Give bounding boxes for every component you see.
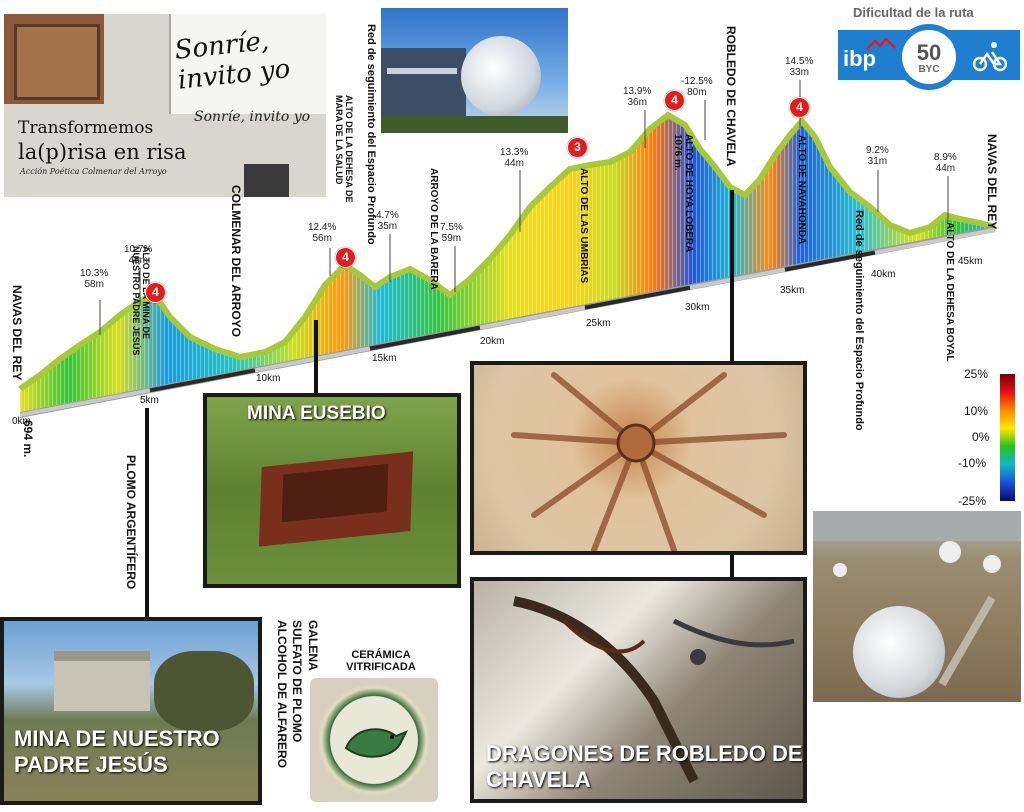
label-plomo-argentifero: PLOMO ARGENTÍFERO	[124, 455, 138, 590]
grade-label: 7.5%59m	[440, 222, 463, 244]
photo-tracking-station	[381, 8, 568, 133]
climb-category-marker: 4	[145, 282, 166, 303]
photo-ceramic-plate	[310, 678, 438, 802]
place-arroyo-barera: ARROYO DE LA BARERA	[428, 168, 439, 290]
legend-tick: -25%	[958, 494, 987, 508]
photo-aerial-station	[813, 511, 1021, 702]
climb-category-marker: 4	[664, 90, 685, 111]
dragones-caption-line1: DRAGONES DE ROBLEDO DE CHAVELA	[486, 741, 803, 792]
connector-line	[730, 550, 734, 580]
km-tick-label: 10km	[256, 373, 281, 384]
bird-drawing	[344, 728, 409, 758]
grade-label: 12.4%56m	[308, 222, 337, 244]
km-band-segment	[479, 305, 586, 330]
photo-mina-eusebio: MINA EUSEBIO	[203, 393, 461, 588]
wall-text-transformemos: Transformemos	[18, 118, 154, 138]
place-alto-navahonda: ALTO DE NAVAHONDA	[796, 135, 807, 245]
legend-tick: -10%	[958, 456, 987, 470]
km-band-segment	[784, 250, 876, 272]
ceiling-ribs	[511, 372, 787, 551]
photo-ceiling-painting	[470, 361, 807, 555]
legend-tick: 10%	[964, 404, 989, 418]
photo-sonrie-wall: Sonríe, invito yo Sonríe, invito yo Tran…	[4, 14, 326, 197]
place-alto-dehesa-mara: ALTO DE LA DEHESA DE MARA DE LA SALUD	[334, 95, 354, 203]
label-sulfato: SULFATO DE PLOMO	[290, 620, 304, 743]
km-tick-label: 25km	[586, 318, 611, 329]
legend-tick: 25%	[964, 367, 989, 381]
mina-eusebio-caption: MINA EUSEBIO	[247, 403, 386, 424]
km-band-segment	[874, 227, 996, 255]
place-alto-umbrias: ALTO DE LAS UMBRÍAS	[578, 168, 589, 284]
connector-line	[730, 190, 734, 365]
profile-ridge	[18, 111, 996, 392]
grade-label: 10.3%58m	[80, 268, 109, 290]
grade-label: 13.9%36m	[623, 86, 652, 108]
climb-category-marker: 3	[567, 137, 588, 158]
ibp-mountain-icon	[866, 38, 896, 50]
cyclist-icon	[972, 42, 1008, 72]
ceramica-caption: CERÁMICA VITRIFICADA	[346, 649, 416, 673]
sonrie-small-text: Sonríe, invito yo	[194, 109, 311, 125]
label-alcohol: ALCOHOL DE ALFARERO	[275, 620, 289, 769]
wall-text-accion: Acción Poética Colmenar del Arroyo	[20, 167, 167, 176]
place-red-seguimiento-top: Red de seguimiento del Espacio Profundo	[365, 24, 377, 245]
km-band-segment	[254, 346, 371, 373]
difficulty-title: Dificultad de la ruta	[853, 5, 974, 20]
legend-tick: 0%	[972, 430, 990, 444]
photo-dragones: DRAGONES DE ROBLEDO DE CHAVELA	[470, 577, 807, 803]
km-band-segment	[19, 388, 151, 417]
km-band-segment	[369, 325, 481, 351]
grade-label: 10.7%45m	[124, 244, 153, 266]
dragon-drawing	[513, 596, 795, 784]
ibp-logo: ibp	[843, 46, 876, 71]
km-band-segment	[149, 368, 256, 393]
grade-label: 8.9%44m	[934, 152, 957, 174]
km-band-segment	[584, 285, 691, 310]
place-colmenar: COLMENAR DEL ARROYO	[229, 185, 243, 338]
climb-category-marker: 4	[789, 97, 810, 118]
mina-padre-jesus-caption: MINA DE NUESTRO PADRE JESÚS	[14, 726, 220, 777]
grade-label: 9.2%31m	[866, 145, 889, 167]
place-alto-hoya-lobera: ALTO DE HOYA LOBERA 1076 m.	[672, 134, 694, 252]
km-tick-label: 20km	[480, 336, 505, 347]
place-red-seguimiento-bottom: Red de seguimiento del Espacio Profundo	[853, 210, 865, 431]
km-tick-label: 40km	[871, 269, 896, 280]
place-navas-start: NAVAS DEL REY	[10, 285, 24, 381]
place-robledo: ROBLEDO DE CHAVELA	[724, 26, 738, 167]
connector-line	[314, 320, 318, 396]
km-tick-label: 35km	[780, 285, 805, 296]
connector-line	[145, 408, 149, 618]
grade-label: 4.7%35m	[376, 210, 399, 232]
km-band-segment	[689, 267, 786, 290]
km-tick-label: 5km	[140, 395, 159, 406]
grade-label: -12.5%80m	[681, 76, 713, 98]
grade-label: 13.3%44m	[500, 147, 529, 169]
start-altitude: 694 m.	[21, 420, 35, 458]
wall-text-prisa: la(p)risa en risa	[18, 140, 187, 164]
difficulty-score: 50	[916, 40, 942, 65]
km-tick-label: 15km	[372, 353, 397, 364]
place-alto-dehesa-boyal: ALTO DE LA DEHESA BOYAL	[944, 222, 955, 362]
place-navas-end: NAVAS DEL REY	[985, 134, 999, 230]
grade-label: 14.5%33m	[785, 56, 814, 78]
km-tick-label: 45km	[958, 256, 983, 267]
photo-mina-padre-jesus: MINA DE NUESTRO PADRE JESÚS	[0, 617, 262, 805]
label-galena: GALENA	[306, 620, 320, 671]
gradient-legend-bar	[1000, 374, 1015, 501]
km-start-label: 0km	[12, 416, 31, 427]
climb-category-marker: 4	[335, 247, 356, 268]
km-tick-label: 30km	[685, 302, 710, 313]
difficulty-unit: BYC	[918, 64, 940, 75]
